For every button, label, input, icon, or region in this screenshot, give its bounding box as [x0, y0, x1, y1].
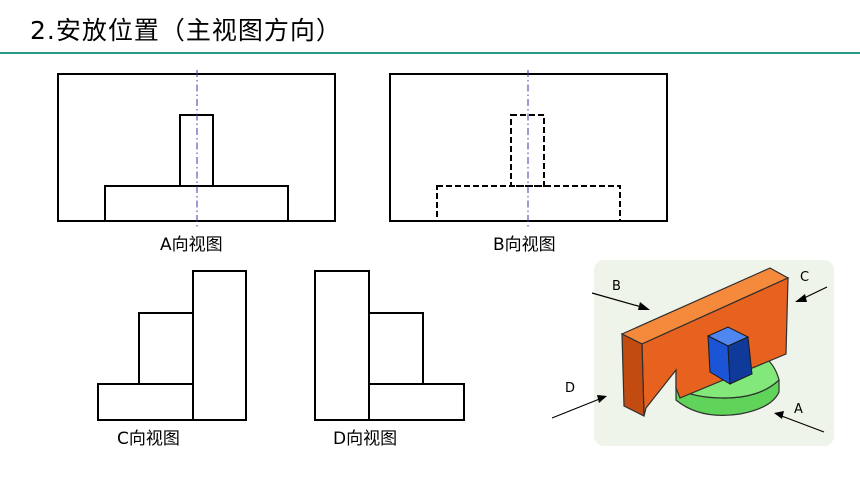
title-underline [0, 52, 860, 54]
view-c-label: C向视图 [117, 429, 180, 449]
arrow-d-label: D [565, 381, 575, 396]
view-a-label: A向视图 [160, 235, 223, 255]
view-d: D向视图 [314, 270, 465, 449]
view-c-middle-block [138, 312, 194, 385]
view-c: C向视图 [97, 270, 247, 449]
block-side [727, 336, 753, 385]
arrow-d: D [551, 381, 607, 419]
view-b-label: B向视图 [493, 235, 556, 255]
view-c-base [97, 383, 194, 421]
view-d-base [368, 383, 465, 421]
arrow-b: B [591, 279, 650, 310]
view-d-middle-block [368, 312, 424, 385]
page-title: 2.安放位置（主视图方向） [30, 16, 342, 45]
arrow-b-label: B [612, 279, 621, 294]
view-b: B向视图 [389, 70, 668, 255]
arrow-c: C [795, 270, 828, 302]
view-a: A向视图 [57, 70, 336, 255]
arrow-c-label: C [800, 270, 809, 285]
arrow-a-label: A [794, 402, 803, 417]
view-d-wall [314, 270, 370, 421]
isometric-model: B C D A [551, 260, 834, 446]
wall-side [621, 333, 645, 417]
view-c-wall [192, 270, 247, 421]
arrow-a: A [774, 402, 825, 433]
view-d-label: D向视图 [333, 429, 397, 449]
